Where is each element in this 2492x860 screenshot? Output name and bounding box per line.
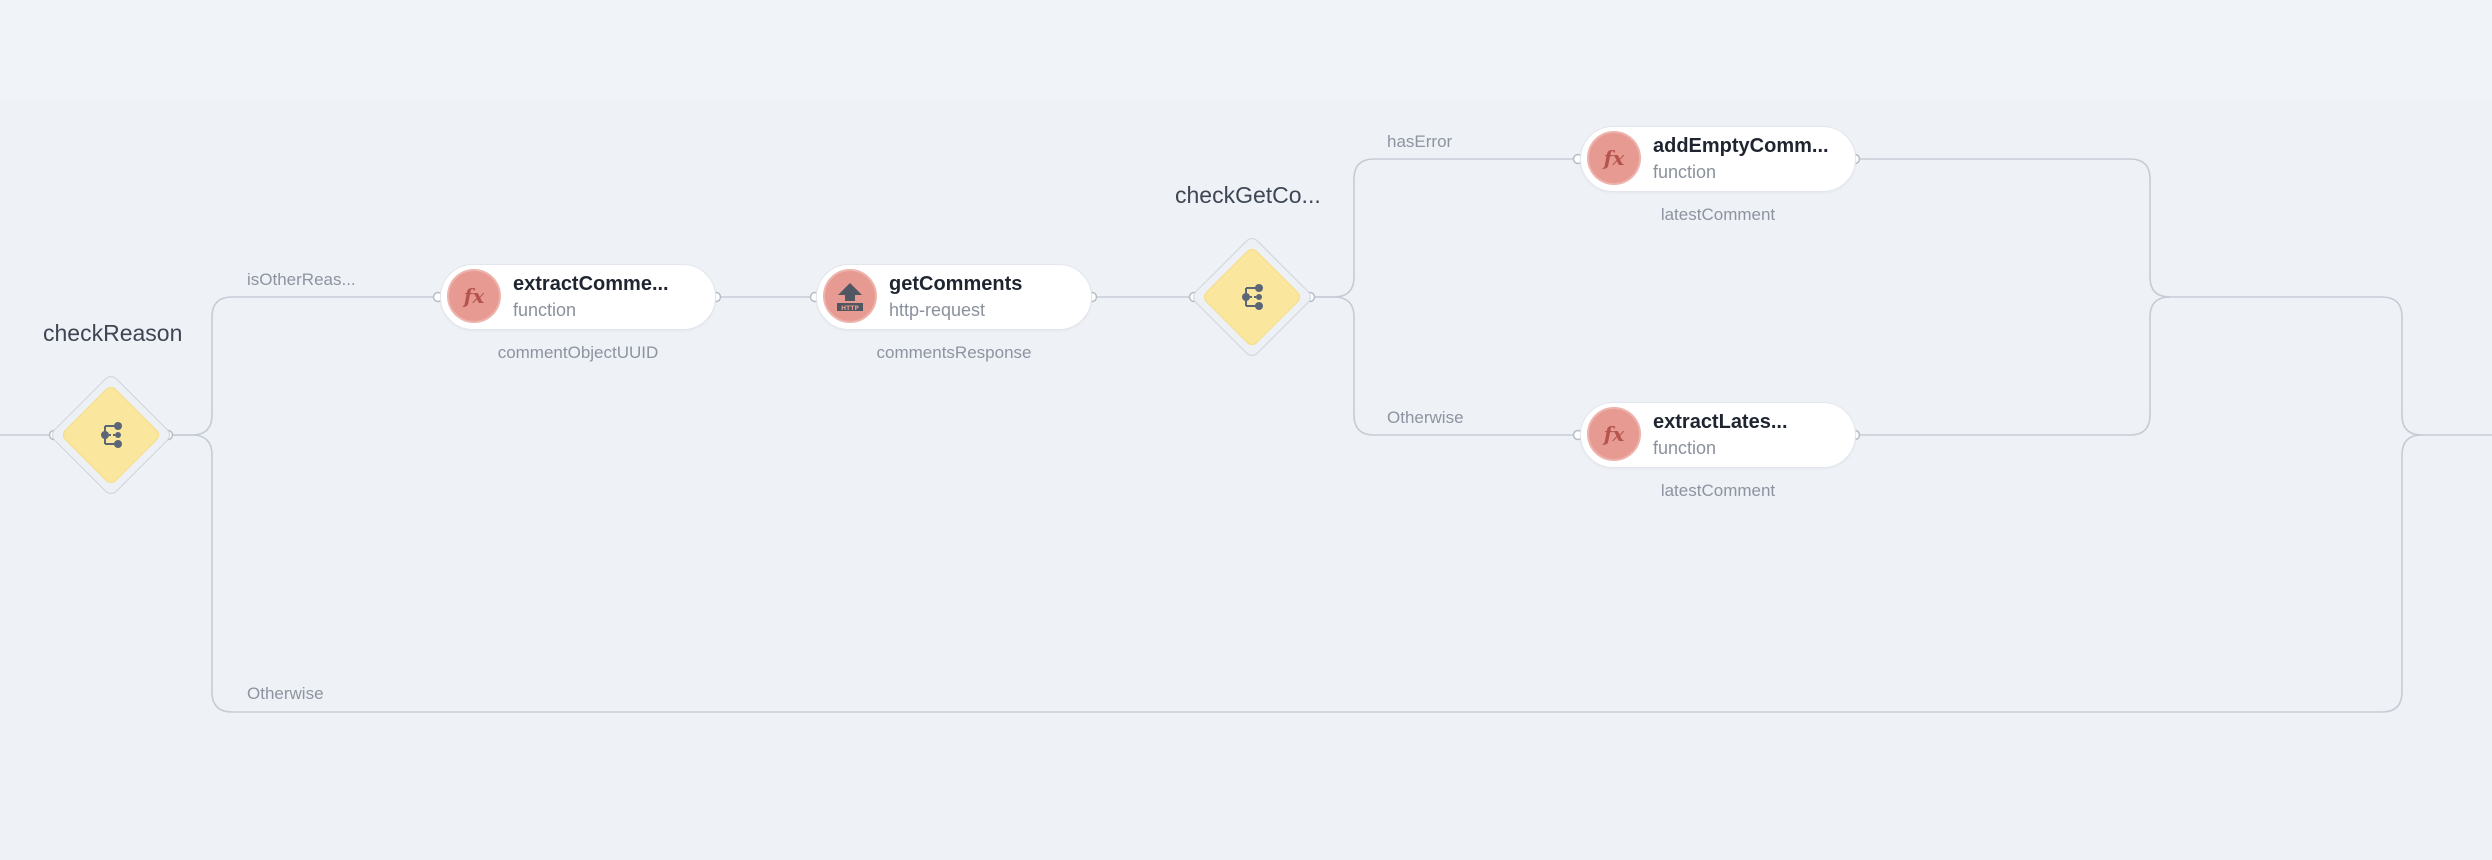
function-icon: fx bbox=[447, 269, 501, 323]
gateway-check-reason[interactable] bbox=[48, 372, 174, 498]
connector-is-other-reason bbox=[168, 296, 438, 436]
branch-icon bbox=[101, 422, 122, 448]
connector-merge-bottom bbox=[1855, 296, 2171, 436]
node-extract-comment[interactable]: fx extractComme... function commentObjec… bbox=[440, 264, 716, 362]
node-title: addEmptyComm... bbox=[1653, 135, 1829, 157]
node-output-variable: latestComment bbox=[1660, 481, 1776, 500]
node-output-variable: commentsResponse bbox=[876, 343, 1032, 362]
node-add-empty-comment[interactable]: fx addEmptyComm... function latestCommen… bbox=[1580, 126, 1856, 224]
node-title: extractComme... bbox=[513, 273, 669, 295]
edge-label-is-other-reason: isOtherReas... bbox=[247, 270, 356, 289]
gateway-title-check-reason: checkReason bbox=[43, 320, 183, 346]
node-get-comments[interactable]: HTTP getComments http-request commentsRe… bbox=[816, 264, 1092, 362]
svg-text:HTTP: HTTP bbox=[841, 305, 859, 312]
node-type: function bbox=[1653, 162, 1717, 182]
edge-label-otherwise-outer: Otherwise bbox=[247, 684, 324, 703]
connector-otherwise-outer bbox=[168, 434, 2423, 713]
gateway-check-get-comments[interactable] bbox=[1189, 234, 1315, 360]
node-title: getComments bbox=[889, 273, 1023, 295]
connector-merge-top bbox=[1855, 158, 2492, 436]
function-icon: fx bbox=[1587, 131, 1641, 185]
node-title: extractLates... bbox=[1653, 411, 1788, 433]
node-output-variable: latestComment bbox=[1660, 205, 1776, 224]
edge-label-otherwise-inner: Otherwise bbox=[1387, 408, 1464, 427]
node-type: function bbox=[1653, 438, 1717, 458]
canvas-header-band bbox=[0, 0, 2492, 100]
node-type: function bbox=[513, 300, 577, 320]
gateway-title-check-get-comments: checkGetCo... bbox=[1175, 182, 1321, 208]
edge-label-has-error: hasError bbox=[1387, 132, 1453, 151]
function-icon: fx bbox=[1587, 407, 1641, 461]
node-type: http-request bbox=[889, 300, 986, 320]
connector-otherwise-inner bbox=[1310, 296, 1578, 436]
http-icon: HTTP bbox=[823, 269, 877, 323]
branch-icon bbox=[1242, 284, 1263, 310]
connector-has-error bbox=[1310, 158, 1578, 298]
node-output-variable: commentObjectUUID bbox=[497, 343, 659, 362]
node-extract-latest[interactable]: fx extractLates... function latestCommen… bbox=[1580, 402, 1856, 500]
